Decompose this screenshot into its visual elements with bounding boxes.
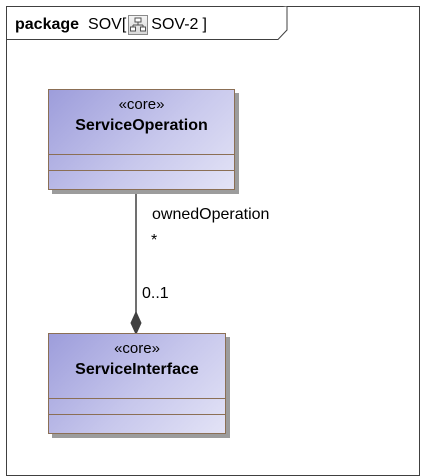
operations-compartment [49, 170, 234, 171]
class-name: ServiceInterface [75, 361, 199, 378]
diagram-icon [128, 15, 149, 35]
open-bracket: [ [121, 16, 127, 33]
class-name: ServiceOperation [75, 117, 208, 134]
composition-diamond-icon [130, 310, 142, 336]
attributes-compartment [49, 154, 234, 155]
association-role-label: ownedOperation [152, 206, 270, 223]
target-multiplicity-label: * [151, 232, 158, 249]
package-keyword: package [15, 16, 80, 33]
package-name: SOV [88, 16, 122, 33]
class-stereotype: «core» [118, 96, 165, 113]
class-stereotype: «core» [114, 340, 160, 357]
operations-compartment [49, 414, 225, 415]
class-service-operation[interactable]: «core» ServiceOperation [48, 89, 235, 190]
source-multiplicity-label: 0..1 [142, 285, 169, 302]
close-bracket: ] [202, 16, 207, 33]
class-service-interface[interactable]: «core» ServiceInterface [48, 333, 226, 434]
attributes-compartment [49, 398, 225, 399]
diagram-name: SOV-2 [151, 16, 199, 33]
